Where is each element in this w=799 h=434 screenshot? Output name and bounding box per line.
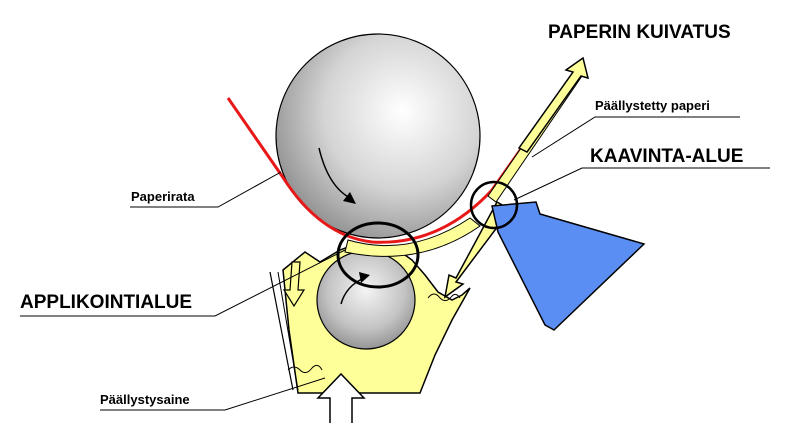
coating-film [344,217,481,257]
main-roll [275,33,481,239]
leader-paper-web [130,171,282,208]
scraping-zone-circle [469,180,519,230]
tank-wall-left [269,271,294,391]
applicator-roll-arrow-head [359,272,370,283]
main-roll-arrow-head [343,192,356,204]
application-zone-ellipse [336,221,420,289]
doctor-blade [491,201,646,331]
leader-coated-paper [531,116,740,158]
drying-arrow [517,56,590,153]
label-paper-drying: PAPERIN KUIVATUS [548,22,731,43]
applicator-roll [316,250,416,350]
tank-wall-left-inner [277,271,299,391]
label-paper-web: Paperirata [131,189,195,204]
paper-web [226,67,580,244]
label-coated-paper: Päällystetty paperi [595,98,710,113]
leader-coating-material [100,377,326,411]
label-application-zone: APPLIKOINTIALUE [20,292,192,313]
coating-surface-right [427,293,461,302]
main-roll-rotation-arrow [318,147,351,199]
label-scraping-zone: KAAVINTA-ALUE [590,146,743,167]
leader-application-zone [20,249,346,317]
scraped-excess-arrow [443,200,512,299]
supply-arrow [316,372,366,423]
leader-scraping-zone [513,167,770,201]
label-coating-material: Päällystysaine [100,392,190,407]
